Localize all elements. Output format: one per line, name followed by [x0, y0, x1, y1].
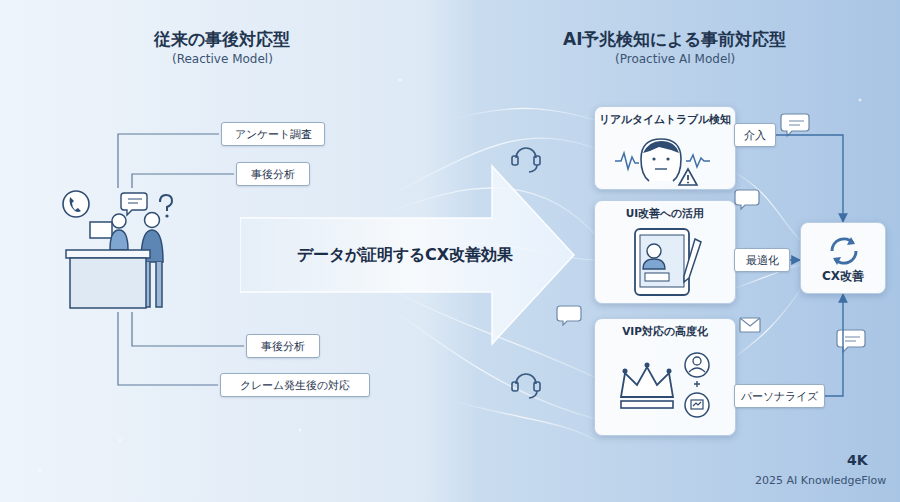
method-label: クレーム発生後の対応	[220, 373, 370, 397]
node-text: VIP対応の高度化	[595, 325, 735, 339]
vip-crown-icon	[611, 347, 721, 427]
feature-card: UI改善への活用	[594, 200, 736, 304]
arrow-caption: データが証明するCX改善効果	[297, 245, 513, 266]
flow-connector	[825, 294, 843, 396]
method-label: 事後分析	[236, 162, 310, 186]
node-text: パーソナライズ	[741, 389, 818, 404]
node-text: リアルタイムトラブル検知	[595, 113, 735, 127]
flow-connector	[776, 135, 843, 222]
panel-subheading: (Reactive Model)	[172, 52, 273, 66]
panel-heading: AI予兆検知による事前対応型	[563, 28, 786, 51]
feature-card: リアルタイムトラブル検知	[594, 106, 736, 190]
node-text: 事後分析	[261, 339, 305, 354]
node-text: 介入	[744, 128, 766, 143]
watermark: 2025 AI KnowledgeFlow	[755, 474, 886, 487]
resolution-mark: 4K	[847, 452, 868, 468]
action-label: 介入	[734, 123, 776, 147]
action-label: 最適化	[734, 248, 790, 272]
method-label: 事後分析	[246, 334, 320, 358]
method-label: アンケート調査	[221, 122, 325, 146]
result-box: CX改善	[800, 222, 886, 294]
flow-connector	[790, 259, 800, 260]
big-arrow: データが証明するCX改善効果	[240, 160, 580, 350]
cycle-icon	[824, 231, 864, 271]
trouble-detect-icon	[611, 131, 721, 189]
action-label: パーソナライズ	[734, 384, 825, 408]
ui-tablet-icon	[611, 225, 721, 299]
node-text: 事後分析	[251, 167, 295, 182]
panel-subheading: (Proactive AI Model)	[615, 52, 735, 66]
feature-card: VIP対応の高度化	[594, 318, 736, 436]
node-text: 最適化	[746, 253, 779, 268]
node-text: CX改善	[801, 268, 885, 285]
node-text: アンケート調査	[235, 127, 312, 142]
node-text: クレーム発生後の対応	[240, 378, 350, 393]
node-text: UI改善への活用	[595, 207, 735, 221]
panel-heading: 従来の事後対応型	[154, 28, 290, 51]
